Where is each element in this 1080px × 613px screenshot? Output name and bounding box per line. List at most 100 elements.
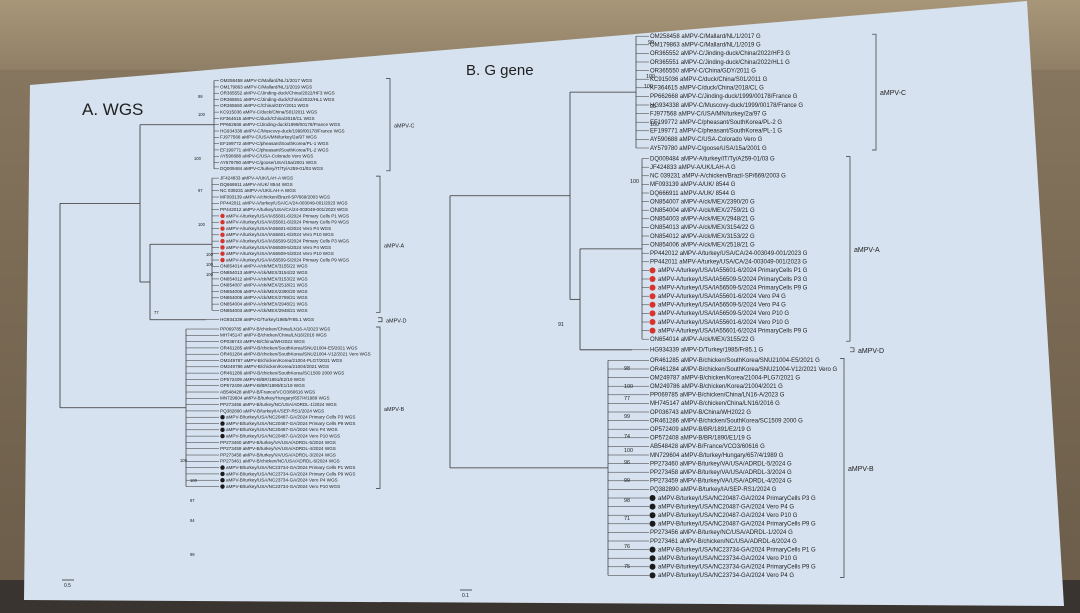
tip-label: HG934338 aMPV-C/Muscovy-duck/1999/00178/… — [650, 103, 803, 109]
tip-label: EF199772 aMPV-C/pheasant/SouthKorea/PL-1… — [220, 141, 329, 146]
tip-label: KC915036 aMPV-C/duck/China/S01/2011 G — [650, 77, 768, 83]
bootstrap-value: 94 — [190, 518, 195, 523]
tip-label: DQ666911 aMPV-A/UK/ 8544 G — [650, 191, 736, 197]
sample-marker — [649, 267, 656, 274]
tip-label: HG934339 aMPV-D/Turkey/1985/Fr85.1 G — [650, 348, 763, 354]
sample-marker — [649, 572, 656, 579]
tip-label: ON854012 aMPV-A/ck/MEX/3153/22 WGS — [220, 276, 308, 281]
tip-label: aMPV-A/turkey/USA/IA55601-6/2024 Primary… — [658, 268, 808, 274]
tip-label: EF199771 aMPV-C/pheasant/SouthKorea/PL-2… — [220, 147, 329, 152]
tip-label: aMPV-A/turkey/USA/IA55601-6/2024 Vero P1… — [658, 320, 789, 326]
clade-label: aMPV-C — [880, 90, 906, 97]
bootstrap-value: 95 — [650, 104, 656, 110]
tip-label: HG934338 aMPV-C/Muscovy-duck/1999/00178/… — [220, 128, 345, 133]
bootstrap-value: 74 — [624, 434, 630, 440]
tip-label: PP273456 aMPV-B/turkey/NC/USA/ADRDL-1/20… — [220, 402, 337, 407]
tip-label: aMPV-A/turkey/USA/IA55601-6/2024 Primary… — [658, 328, 808, 334]
panel-g-gene: B. G gene OM258458 aMPV-C/Mallard/NL/1/2… — [430, 8, 1030, 600]
bootstrap-value: 100 — [206, 272, 214, 277]
bootstrap-value: 98 — [624, 366, 630, 372]
sample-marker — [649, 512, 656, 519]
tip-label: aMPV-A/turkey/USA/IA55601-6/2024 Vero P4… — [226, 226, 331, 231]
clade-bracket — [376, 326, 381, 489]
tip-label: AB548428 aMPV-B/France/VCO3/60616 WGS — [220, 389, 315, 394]
tip-label: ON854004 aMPV-A/ck/MEX/2759/21 G — [650, 208, 755, 214]
tip-label: MF093139 aMPV-A/chicken/Brazil-SP/669/20… — [220, 194, 330, 199]
tip-label: NC 039231 aMPV-A/chicken/Brazil-SP/669/2… — [650, 174, 786, 180]
tip-label: OM249787 aMPV-B/chicken/Korea/21004-PLG7… — [220, 358, 342, 363]
tip-label: EF199771 aMPV-C/pheasant/SouthKorea/PL-1… — [650, 129, 782, 135]
tip-label: PP273461 aMPV-B/chicken/NC/USA/ADRDL-6/2… — [650, 539, 797, 545]
sample-marker — [649, 276, 656, 282]
sample-marker — [649, 495, 656, 501]
tip-label: OM258458 aMPV-C/Mallard/NL/1/2017 G — [650, 34, 761, 40]
tip-label: OR365550 aMPV-C/China/GDY/2011 WGS — [220, 103, 309, 108]
sample-marker — [220, 433, 225, 439]
tip-label: DQ009484 aMPV-C/turkey/IT/Ty/A259-01/03 … — [220, 166, 323, 171]
bootstrap-value: 96 — [624, 460, 630, 466]
tip-label: ON854013 aMPV-A/ck/MEX/3154/22 WGS — [220, 270, 308, 275]
bootstrap-value: 77 — [154, 310, 159, 315]
tip-label: PP273458 aMPV-B/turkey/VA/USA/ADRDL-3/20… — [650, 470, 792, 476]
clade-label: aMPV-D — [386, 319, 407, 325]
tip-label: EF199772 aMPV-C/pheasant/SouthKorea/PL-2… — [650, 120, 782, 126]
tip-label: aMPV-A/turkey/USA/IA55601-6/2024 Vero P1… — [226, 232, 334, 237]
sample-marker — [649, 503, 656, 510]
tip-label: aMPV-B/turkey/USA/NC23734-GA/2024 Primar… — [658, 547, 816, 553]
tip-label: PP273461 aMPV-B/chicken/NC/USA/ADRDL-6/2… — [220, 459, 340, 464]
clade-label: aMPV-A — [384, 243, 405, 249]
clade-label: aMPV-D — [858, 348, 884, 355]
panel-title-wgs: A. WGS — [82, 100, 144, 119]
tip-label: ON854003 aMPV-A/ck/MEX/2948/21 WGS — [220, 308, 308, 313]
sample-marker — [220, 251, 225, 256]
tip-label: aMPV-B/turkey/USA/NC20487-GA/2024 Primar… — [658, 496, 816, 502]
tip-label: NC 039231 aMPV-A/UK/LAH-A WGS — [220, 188, 296, 193]
tip-label: ON854005 aMPV-A/ck/MEX/2759/21 WGS — [220, 295, 308, 300]
tip-label: PP662668 aMPV-C/Jinding-duck/1999/00178/… — [220, 122, 340, 127]
bootstrap-value: 100 — [198, 112, 206, 117]
bootstrap-value: 99 — [190, 552, 195, 557]
sample-marker — [649, 546, 656, 553]
bootstrap-value: 91 — [558, 322, 564, 328]
tip-label: aMPV-A/turkey/USA/IA56509-5/2024 Primary… — [658, 277, 808, 283]
tip-label: MN729604 aMPV-B/turkey/Hungary/657/4/198… — [220, 396, 330, 401]
panel-wgs: A. WGS OM258458 aMPV-C/Mallard/NL/1/2017… — [30, 70, 430, 600]
scale-bar-label: 0.5 — [64, 583, 71, 589]
tip-label: JF424833 aMPV-A/UK/LAH-A WGS — [220, 176, 293, 181]
tip-label: OR461286 aMPV-B/chicken/SouthKorea/SC150… — [220, 371, 344, 376]
bootstrap-value: 97 — [198, 188, 203, 193]
tip-label: aMPV-A/turkey/USA/IA56509-5/2024 Vero P1… — [658, 311, 789, 317]
tip-label: OM249786 aMPV-B/chicken/Korea/21004/2021… — [650, 384, 783, 390]
phylogenetic-tree-wgs: OM258458 aMPV-C/Mallard/NL/1/2017 WGSOM1… — [59, 78, 415, 589]
tip-label: OR461284 aMPV-B/chicken/SouthKorea/SNU21… — [650, 367, 837, 373]
sample-marker — [649, 319, 656, 325]
tip-label: aMPV-A/turkey/USA/IA55601-6/2024 Primary… — [226, 220, 349, 225]
tip-label: OM249787 aMPV-B/chicken/Korea/21004-PLG7… — [650, 375, 800, 381]
tip-label: PP069785 aMPV-B/chicken/China/LN16-A/202… — [650, 393, 785, 399]
sample-marker — [649, 284, 656, 291]
clade-bracket — [850, 347, 855, 353]
panel-title-g-gene: B. G gene — [466, 62, 534, 79]
tip-label: aMPV-B/turkey/USA/NC20487-GA/2024 Primar… — [226, 421, 355, 426]
tip-label: OP036743 aMPV-B/China/WH2022 WGS — [220, 339, 305, 344]
bootstrap-value: 100 — [194, 156, 202, 161]
tip-label: PP273460 aMPV-B/turkey/VA/USA/ADRDL-5/20… — [650, 461, 792, 467]
tip-label: aMPV-A/turkey/USA/IA56509-5/2024 Vero P1… — [226, 251, 334, 256]
bootstrap-value: 100 — [646, 74, 655, 80]
tip-label: ON854006 aMPV-A/ck/MEX/2518/21 G — [650, 242, 755, 248]
bootstrap-value: 97 — [190, 498, 195, 503]
tip-label: ON854012 aMPV-A/ck/MEX/3153/22 G — [650, 234, 755, 240]
tip-label: DQ009484 aMPV-A/turkey/IT/Ty/A259-01/03 … — [650, 156, 775, 162]
sample-marker — [220, 257, 225, 263]
sample-marker — [220, 245, 225, 250]
sample-marker — [220, 484, 225, 489]
tip-label: OR461286 aMPV-B/chicken/SouthKorea/SC150… — [650, 418, 803, 424]
tip-label: aMPV-B/turkey/USA/NC23734-GA/2024 Vero P… — [226, 478, 338, 483]
tip-label: ON854007 aMPV-A/ck/MEX/2390/20 G — [650, 199, 755, 205]
clade-label: aMPV-B — [384, 407, 405, 413]
clade-label: aMPV-A — [854, 247, 880, 254]
tip-label: OR365551 aMPV-C/Jinding-duck/China/2022/… — [220, 97, 334, 102]
tip-label: ON654014 aMPV-A/ck/MEX/3155/22 G — [650, 337, 755, 343]
tip-label: OP572408 aMPV-B/BR/1890/E1/19 WGS — [220, 383, 305, 388]
